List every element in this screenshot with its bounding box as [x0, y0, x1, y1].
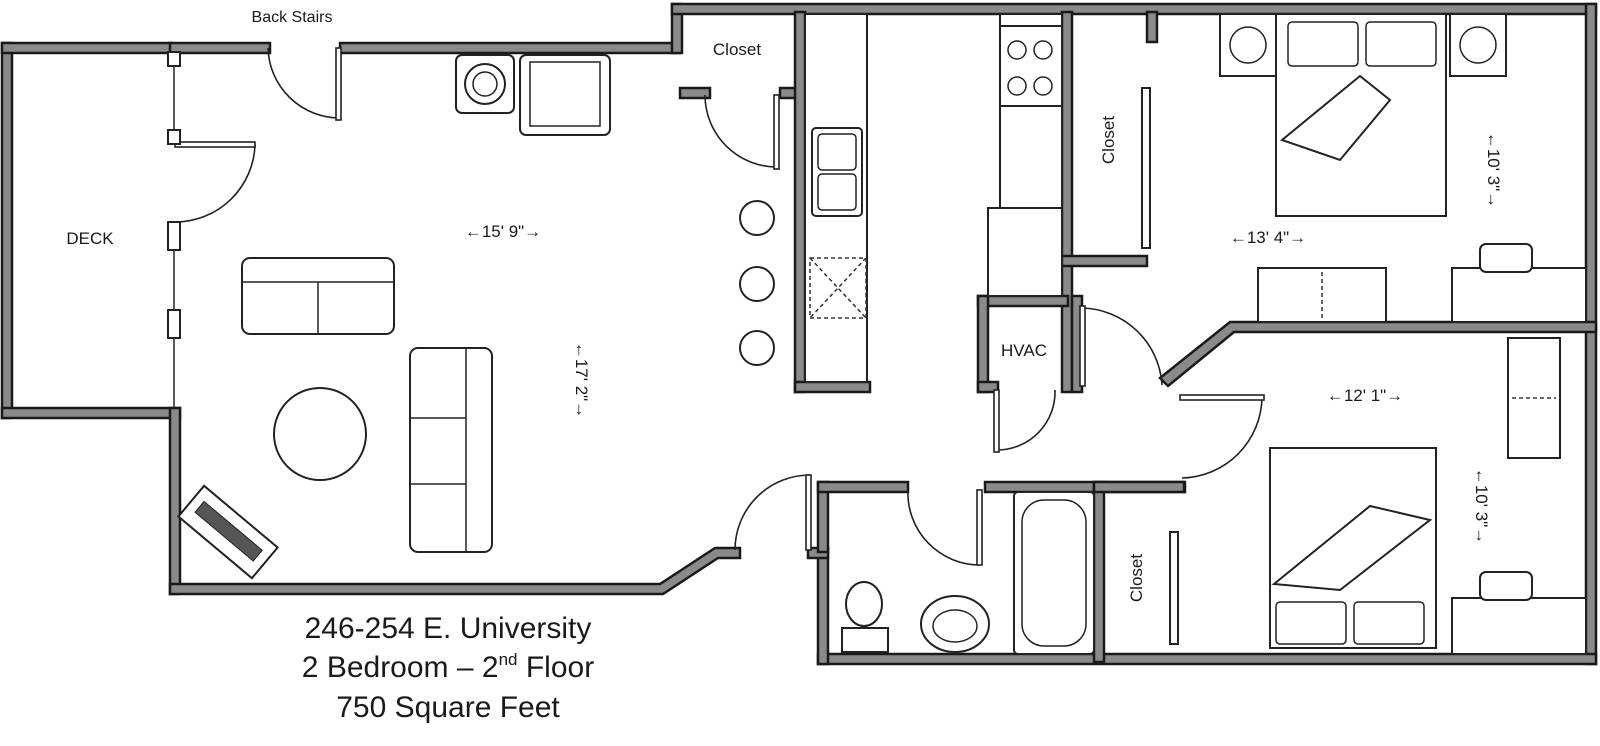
- deck-post: [167, 51, 181, 67]
- stool-icon: [739, 266, 775, 302]
- bed2-door-leaf: [1179, 394, 1265, 401]
- doors: [167, 47, 1265, 645]
- closet-divider: [1145, 10, 1159, 44]
- front-door-swing: [734, 474, 811, 551]
- long-sofa-icon: [409, 347, 493, 553]
- toilet-icon: [845, 581, 883, 627]
- furniture: [176, 13, 1587, 655]
- deck-door-leaf: [174, 141, 256, 148]
- caption: 246-254 E. University 2 Bedroom – 2nd Fl…: [302, 612, 594, 724]
- east-wall: [1584, 2, 1598, 666]
- area-text: 750 Square Feet: [336, 691, 560, 724]
- kitchen-east-wall: [1060, 10, 1074, 394]
- sink-icon: [811, 127, 863, 217]
- living-south-wall: [168, 546, 742, 596]
- chair-icon: [1479, 243, 1533, 273]
- kitchen-south-wall: [793, 380, 872, 394]
- living-west-wall: [168, 406, 182, 596]
- deck-west-wall: [0, 41, 14, 420]
- bed1-closet-south: [1060, 254, 1149, 268]
- hvac-label: HVAC: [1001, 341, 1047, 360]
- bathtub-icon: [1013, 491, 1095, 655]
- bed2-closet-north: [1092, 480, 1186, 494]
- tv-icon: [176, 484, 280, 580]
- address-text: 246-254 E. University: [305, 612, 592, 645]
- living-width-dim: ←15' 9"→: [465, 222, 541, 241]
- desk-icon: [1451, 597, 1587, 655]
- closet-wall-a: [678, 86, 712, 100]
- stool-icon: [739, 330, 775, 366]
- front-door-leaf: [805, 474, 812, 551]
- labels: Back Stairs DECK Closet Closet Closet HV…: [66, 9, 1503, 602]
- coffee-table-icon: [273, 387, 367, 481]
- sink-icon: [920, 595, 990, 653]
- deck-post: [167, 309, 181, 339]
- hvac-jamb: [976, 380, 1000, 394]
- top-wall-b: [338, 41, 682, 55]
- dishwasher-icon: [809, 257, 867, 319]
- deck-door-swing: [174, 144, 256, 223]
- deck-label: DECK: [66, 229, 114, 248]
- back-door-swing: [267, 47, 341, 119]
- armchair-icon: [519, 54, 611, 136]
- chair-icon: [1479, 571, 1533, 601]
- bed2-depth-dim: ←10' 3"→: [1472, 468, 1491, 544]
- bath-west-wall-low: [816, 546, 830, 666]
- closet-door-leaf: [773, 94, 780, 170]
- closet-door-swing: [704, 94, 778, 168]
- closet-slider: [1141, 87, 1151, 249]
- deck-post: [167, 221, 181, 251]
- bed1-width-dim: ←13' 4"→: [1230, 228, 1306, 247]
- hvac-door-swing: [996, 389, 1056, 451]
- back-door-leaf: [335, 47, 342, 121]
- stool-icon: [739, 200, 775, 236]
- living-depth-dim: ←17' 2"→: [572, 342, 591, 418]
- fridge-icon: [987, 207, 1063, 297]
- bed1-depth-dim: ←10' 3"→: [1484, 132, 1503, 208]
- nightstand-icon: [1449, 13, 1507, 77]
- hvac-north-wall: [976, 294, 1070, 308]
- bed1-door-swing: [1081, 307, 1163, 386]
- top-wall-a: [168, 41, 272, 55]
- desk-icon: [1451, 267, 1587, 323]
- stove-icon: [999, 25, 1063, 107]
- walls: [0, 2, 1598, 666]
- kitchen-west-wall: [793, 10, 807, 394]
- bath-door-swing: [907, 489, 981, 566]
- top-wall-c: [670, 2, 1598, 16]
- deck-post: [167, 129, 181, 145]
- bath-door-leaf: [976, 489, 983, 566]
- bed2-width-dim: ←12' 1"→: [1327, 386, 1403, 405]
- back-stairs-label: Back Stairs: [252, 9, 333, 26]
- bed2-door-swing: [1181, 397, 1263, 479]
- closet-entry-label: Closet: [713, 40, 761, 59]
- bed1-door-leaf: [1079, 305, 1086, 387]
- bath-north-wall-a: [816, 480, 910, 494]
- closet-bed2-label: Closet: [1127, 554, 1146, 602]
- closet-slider: [1169, 531, 1179, 645]
- unit-text: 2 Bedroom – 2nd Floor: [302, 650, 594, 684]
- deck-south-wall: [0, 406, 182, 420]
- nightstand-icon: [1219, 13, 1277, 77]
- deck-north-wall: [0, 41, 174, 55]
- hvac-west-wall: [976, 294, 990, 394]
- closet-bed1-label: Closet: [1099, 116, 1118, 164]
- hvac-door-leaf: [993, 389, 1000, 453]
- bed1-south-wall: [1158, 320, 1598, 388]
- south-wall: [816, 652, 1598, 666]
- bath-east-wall: [1092, 480, 1106, 664]
